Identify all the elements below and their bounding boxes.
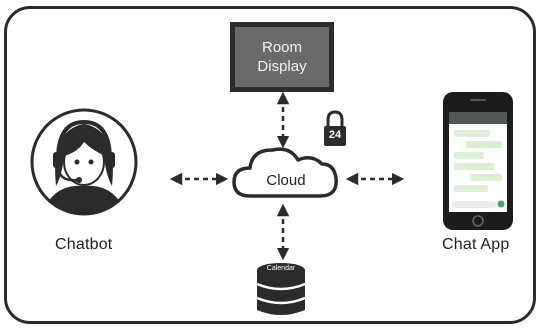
lock-icon xyxy=(324,110,346,146)
chatbot-icon xyxy=(30,108,138,216)
room-display-label-line2: Display xyxy=(257,58,307,75)
room-display-node: Room Display xyxy=(230,22,334,92)
cloud-label: Cloud xyxy=(266,172,306,189)
calendar-label: Calendar xyxy=(266,265,296,272)
database-icon xyxy=(256,263,306,315)
cloud-icon xyxy=(232,147,338,198)
room-display-label-line1: Room xyxy=(261,39,302,56)
phone-icon xyxy=(443,92,513,230)
chat-app-label: Chat App xyxy=(442,236,510,253)
room-display-screen: Room Display xyxy=(235,27,329,87)
chatbot-label: Chatbot xyxy=(55,236,113,253)
lock-label: 24 xyxy=(328,129,342,141)
